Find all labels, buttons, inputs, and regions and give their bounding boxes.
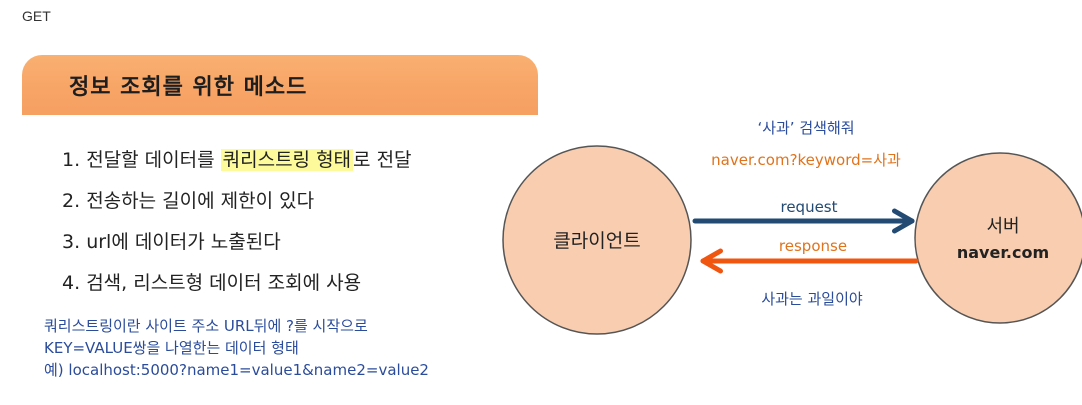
query-caption: ‘사과’ 검색해줘: [757, 119, 854, 137]
query-string-note: 쿼리스트링이란 사이트 주소 URL뒤에 ?를 시작으로 KEY=VALUE쌍을…: [44, 315, 429, 381]
note-line-3: 예) localhost:5000?name1=value1&name2=val…: [44, 361, 429, 379]
point-text-after: 로 전달: [353, 149, 412, 171]
slide-corner-label: GET: [22, 8, 51, 24]
server-node: [914, 152, 1082, 324]
note-line-1: 쿼리스트링이란 사이트 주소 URL뒤에 ?를 시작으로: [44, 317, 368, 335]
response-label: response: [779, 237, 847, 255]
point-text-before: 전달할 데이터를: [86, 149, 221, 171]
point-item-3: 3. url에 데이터가 노출된다: [62, 222, 412, 263]
server-domain: naver.com: [957, 243, 1049, 262]
client-node: [502, 145, 692, 335]
response-caption: 사과는 과일이야: [761, 290, 863, 308]
point-text: url에 데이터가 노출된다: [86, 231, 281, 253]
server-label: 서버: [986, 216, 1019, 237]
point-number: 4.: [62, 272, 81, 294]
request-label: request: [780, 198, 837, 216]
highlighted-term: 쿼리스트링 형태: [220, 149, 354, 171]
point-number: 3.: [62, 231, 81, 253]
query-url: naver.com?keyword=사과: [711, 151, 901, 169]
client-label: 클라이언트: [553, 230, 640, 252]
point-item-4: 4. 검색, 리스트형 데이터 조회에 사용: [62, 263, 412, 304]
point-number: 2.: [62, 190, 81, 212]
point-number: 1.: [62, 149, 81, 171]
note-line-2: KEY=VALUE쌍을 나열한는 데이터 형태: [44, 339, 299, 357]
title-bar: 정보 조회를 위한 메소드: [22, 55, 538, 115]
point-text: 전송하는 길이에 제한이 있다: [86, 190, 315, 212]
point-item-2: 2. 전송하는 길이에 제한이 있다: [62, 181, 412, 222]
slide-title: 정보 조회를 위한 메소드: [69, 75, 308, 100]
point-text: 검색, 리스트형 데이터 조회에 사용: [86, 272, 362, 294]
